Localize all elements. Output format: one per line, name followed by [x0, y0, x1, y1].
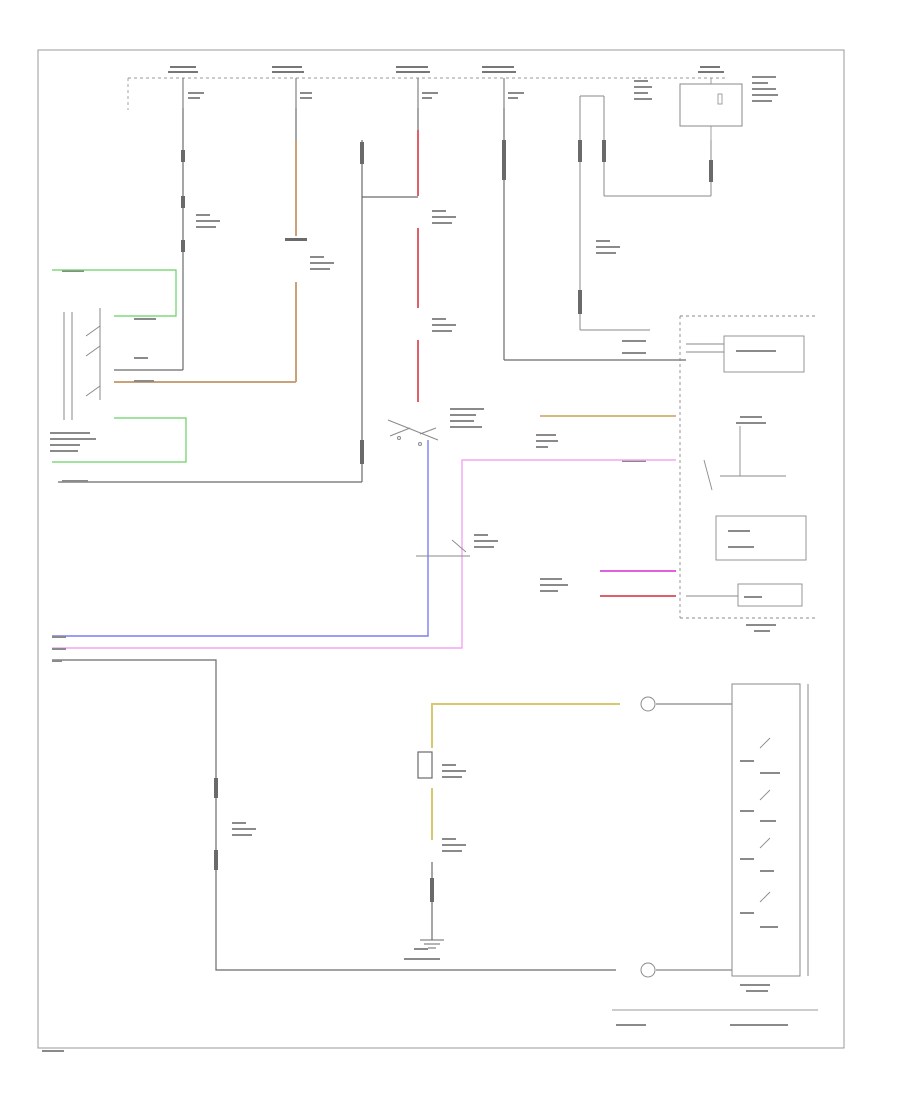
fuse-drops — [182, 78, 505, 108]
connector-marks-lower — [214, 778, 218, 870]
lower-labels — [52, 636, 466, 960]
cruise-control-switch-box — [731, 683, 801, 977]
relay-box — [679, 83, 743, 127]
connector-marks-col1 — [181, 150, 185, 252]
meter-inner-box-1 — [723, 335, 805, 373]
diagram-frame — [37, 49, 845, 1049]
wire-green — [52, 269, 187, 463]
wire-relay-path — [579, 95, 712, 331]
wire-yellow-lower — [431, 703, 620, 840]
connector-marks-yellow — [430, 878, 434, 902]
cruise-switch-labels — [740, 760, 780, 992]
spiral-links — [656, 703, 732, 971]
combination-switch-mid — [387, 419, 439, 446]
meter-inner-box-2 — [715, 515, 807, 561]
meter-inner-wiring — [686, 343, 786, 597]
relay-inner — [710, 78, 723, 140]
wire-lower-joint — [417, 751, 433, 940]
cruise-switch-contacts — [759, 737, 771, 903]
connector-marks-col3 — [360, 142, 364, 464]
spiral-cable-terminal-top — [640, 696, 656, 712]
mid-connector — [416, 539, 470, 557]
wire-blue — [52, 440, 429, 637]
wire-pink — [52, 459, 676, 649]
wire-column-2-tan — [114, 140, 297, 383]
ground-symbol — [420, 939, 444, 949]
wire-column-3 — [58, 140, 418, 483]
wire-column-5 — [503, 108, 686, 361]
headlight-switch — [63, 308, 101, 420]
footer-label-strokes — [42, 1024, 788, 1052]
combination-meter-box — [679, 315, 818, 619]
wire-column-1 — [114, 108, 184, 371]
meter-inner-box-3 — [737, 583, 803, 607]
connector-mark-col5 — [502, 140, 506, 180]
headlight-switch-labels — [50, 270, 156, 482]
connector-marks-relay — [578, 140, 713, 314]
fuse-text-blocks — [188, 76, 778, 102]
meter-labels — [540, 340, 776, 632]
spiral-cable-terminal-bottom — [640, 962, 656, 978]
combination-switch-mid-labels — [450, 408, 558, 448]
wire-black-lower — [52, 659, 616, 971]
fuse-labels-top — [168, 66, 724, 73]
connector-mark-col2 — [285, 238, 307, 241]
joint-labels-mid — [196, 210, 620, 548]
